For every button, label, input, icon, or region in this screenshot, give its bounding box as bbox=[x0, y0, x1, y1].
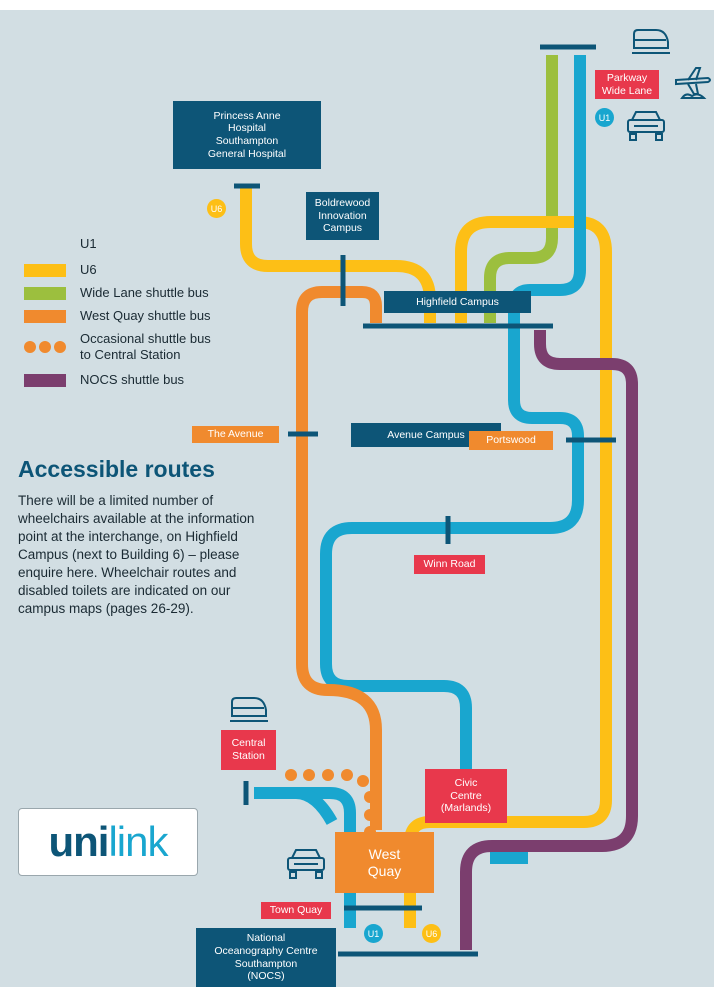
stop-label-west-quay: West Quay bbox=[335, 832, 434, 893]
legend-u6: U6 bbox=[24, 262, 97, 278]
badge-u6-princess-anne: U6 bbox=[207, 199, 226, 218]
occasional-swatch bbox=[24, 341, 66, 354]
legend-nocs: NOCS shuttle bus bbox=[24, 372, 184, 388]
legend-wide-lane-text: Wide Lane shuttle bus bbox=[80, 285, 209, 300]
west-quay-route bbox=[296, 286, 382, 830]
legend-u1: U1 bbox=[24, 236, 97, 252]
stop-label-town-quay: Town Quay bbox=[261, 902, 331, 919]
top-band bbox=[0, 0, 714, 10]
legend-west-quay: West Quay shuttle bus bbox=[24, 308, 211, 324]
legend-occasional-text: Occasional shuttle bus to Central Statio… bbox=[80, 331, 211, 363]
wide-lane-swatch bbox=[24, 286, 66, 300]
stop-label-boldrewood: Boldrewood Innovation Campus bbox=[306, 192, 379, 240]
stop-label-civic-centre: Civic Centre (Marlands) bbox=[425, 769, 507, 823]
badge-u1-nocs: U1 bbox=[364, 924, 383, 943]
stop-label-highfield: Highfield Campus bbox=[384, 291, 531, 313]
car-icon bbox=[627, 111, 665, 141]
stop-label-the-avenue: The Avenue bbox=[192, 426, 279, 443]
badge-u1-parkway: U1 bbox=[595, 108, 614, 127]
u6-route bbox=[240, 186, 436, 323]
u6-swatch bbox=[24, 263, 66, 277]
legend-u6-text: U6 bbox=[80, 262, 97, 277]
stop-label-nocs: National Oceanography Centre Southampton… bbox=[196, 928, 336, 987]
legend-occasional: Occasional shuttle bus to Central Statio… bbox=[24, 331, 211, 364]
u1-route-south bbox=[254, 787, 356, 928]
stop-label-princess-anne: Princess Anne Hospital Southampton Gener… bbox=[173, 101, 321, 169]
legend-west-quay-text: West Quay shuttle bus bbox=[80, 308, 211, 323]
plane-icon bbox=[675, 67, 711, 99]
u1-spur bbox=[295, 787, 338, 826]
train-icon bbox=[230, 697, 268, 722]
legend-nocs-text: NOCS shuttle bus bbox=[80, 372, 185, 387]
train-icon bbox=[632, 29, 670, 54]
badge-u6-nocs: U6 bbox=[422, 924, 441, 943]
stop-label-central-station: Central Station bbox=[221, 730, 276, 770]
west-quay-swatch bbox=[24, 309, 66, 323]
u1-route-north bbox=[320, 55, 586, 776]
legend-u1-text: U1 bbox=[80, 236, 97, 251]
stop-label-winn-road: Winn Road bbox=[414, 555, 485, 574]
logo-link: link bbox=[108, 818, 168, 865]
nocs-route bbox=[460, 330, 638, 950]
stop-label-portswood: Portswood bbox=[469, 431, 553, 450]
accessible-routes-title: Accessible routes bbox=[18, 456, 215, 482]
legend-wide-lane: Wide Lane shuttle bus bbox=[24, 285, 209, 301]
car-icon bbox=[287, 849, 325, 879]
accessible-routes-body: There will be a limited number of wheelc… bbox=[18, 493, 255, 616]
occasional-shuttle-dots bbox=[285, 769, 376, 838]
stop-label-parkway: Parkway Wide Lane bbox=[595, 70, 659, 99]
nocs-swatch bbox=[24, 373, 66, 387]
wide-lane-route bbox=[484, 55, 558, 323]
logo-uni: uni bbox=[48, 818, 109, 865]
u6-loop bbox=[404, 216, 612, 928]
